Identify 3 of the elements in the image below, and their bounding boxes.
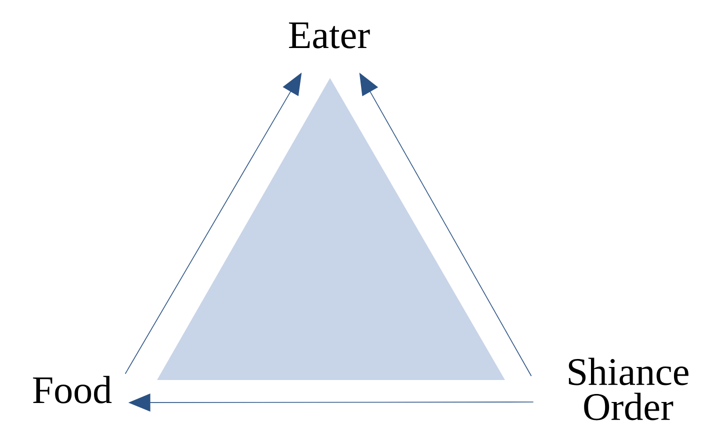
- node-label: Eater: [289, 22, 370, 48]
- node-label: Food: [33, 376, 112, 404]
- node-label: Shiance Order: [568, 358, 688, 420]
